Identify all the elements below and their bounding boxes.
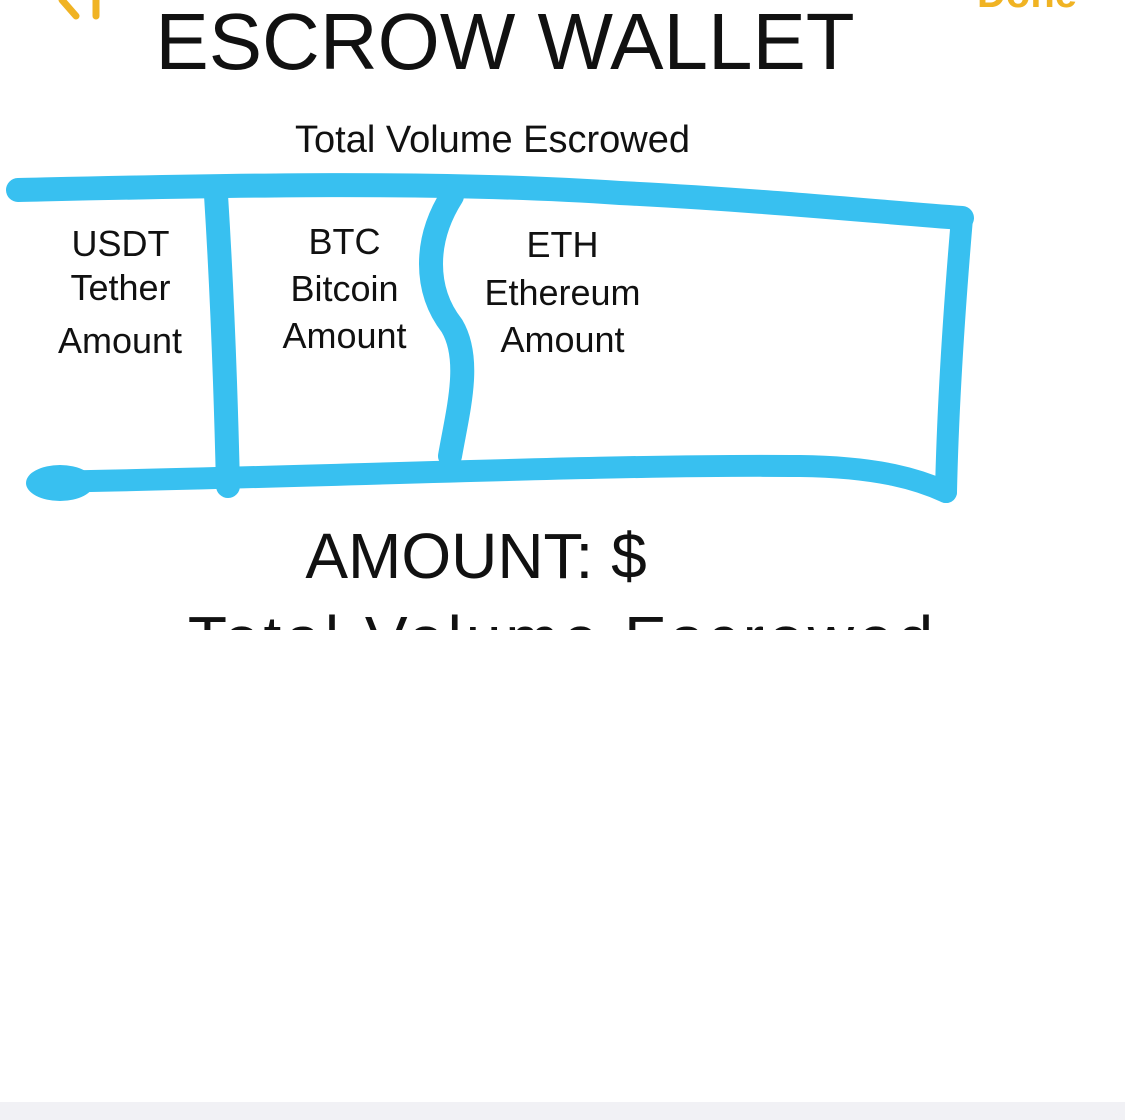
- cutoff-text: Total Volume Escrowed: [0, 607, 1125, 630]
- usdt-amount[interactable]: Amount: [57, 320, 183, 361]
- btc-symbol: BTC: [308, 221, 381, 262]
- btc-amount[interactable]: Amount: [282, 315, 407, 356]
- eth-symbol: ETH: [526, 224, 599, 265]
- total-amount: AMOUNT: $: [305, 520, 647, 592]
- done-button[interactable]: Done: [977, 0, 1077, 14]
- usdt-symbol: USDT: [71, 223, 170, 264]
- eth-name: Ethereum: [484, 272, 641, 313]
- table-top-line: [6, 173, 974, 230]
- cutoff-text-region: Total Volume Escrowed: [0, 600, 1125, 630]
- table-right-line: [935, 207, 973, 503]
- page-title: ESCROW WALLET: [155, 0, 855, 86]
- table-divider-1: [204, 183, 240, 498]
- table-corner-blob: [26, 465, 94, 501]
- bottom-bar: [0, 1102, 1125, 1120]
- usdt-name: Tether: [70, 267, 171, 308]
- eth-amount[interactable]: Amount: [500, 319, 625, 360]
- back-button[interactable]: [26, 0, 116, 22]
- chevron-left-icon: [58, 0, 100, 20]
- table-divider-2: [419, 184, 475, 468]
- table-bottom-line: [27, 454, 957, 503]
- table-title: Total Volume Escrowed: [295, 119, 690, 161]
- btc-name: Bitcoin: [290, 268, 399, 309]
